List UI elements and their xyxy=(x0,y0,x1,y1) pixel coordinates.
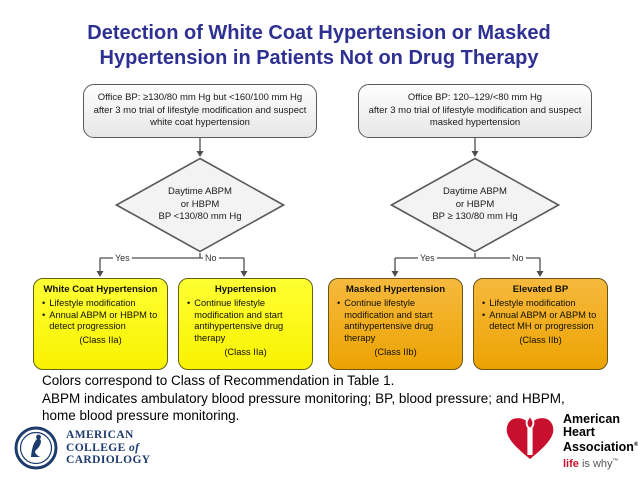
office-bp-box-masked: Office BP: 120–129/<80 mm Hg after 3 mo … xyxy=(358,84,592,138)
footer-legend: Colors correspond to Class of Recommenda… xyxy=(42,372,565,425)
acc-seal-icon xyxy=(14,426,58,470)
acc-logo: AMERICAN COLLEGE of CARDIOLOGY xyxy=(14,426,151,470)
acc-college: COLLEGE xyxy=(66,441,129,454)
tagline-life: life xyxy=(563,458,579,471)
outcome-bullet: • Lifestyle modification xyxy=(38,298,163,310)
diamond-shape xyxy=(115,157,285,253)
outcome-bullet: • Continue lifestyle modification and st… xyxy=(333,298,458,345)
aha-line: American xyxy=(563,412,620,426)
registered-mark: ® xyxy=(633,442,638,448)
acc-line: CARDIOLOGY xyxy=(66,454,151,467)
class-of-recommendation: (Class IIb) xyxy=(519,335,562,346)
bullet-text: Lifestyle modification xyxy=(489,297,576,308)
decision-line: or HBPM xyxy=(455,198,495,210)
footer-line: ABPM indicates ambulatory blood pressure… xyxy=(42,390,565,406)
outcome-box-white-coat-hypertension: White Coat Hypertension • Lifestyle modi… xyxy=(33,278,168,370)
decision-text: Daytime ABPM or HBPM BP <130/80 mm Hg xyxy=(115,157,285,253)
decision-line: or HBPM xyxy=(180,198,220,210)
trademark: ™ xyxy=(612,458,619,465)
bullet-icon: • xyxy=(42,309,46,320)
office-box-line: masked hypertension xyxy=(429,117,521,129)
office-box-line: white coat hypertension xyxy=(150,117,250,129)
bullet-icon: • xyxy=(482,309,486,320)
aha-line: Association® xyxy=(563,439,638,454)
decision-diamond-masked: Daytime ABPM or HBPM BP ≥ 130/80 mm Hg xyxy=(390,157,560,253)
outcome-box-masked-hypertension: Masked Hypertension • Continue lifestyle… xyxy=(328,278,463,370)
outcome-box-hypertension: Hypertension • Continue lifestyle modifi… xyxy=(178,278,313,370)
outcome-title: Hypertension xyxy=(214,284,277,295)
bullet-text: Annual ABPM or HBPM to detect progressio… xyxy=(49,309,158,332)
bullet-text: Lifestyle modification xyxy=(49,297,136,308)
decision-text: Daytime ABPM or HBPM BP ≥ 130/80 mm Hg xyxy=(390,157,560,253)
outcome-bullet: • Continue lifestyle modification and st… xyxy=(183,298,308,345)
bullet-icon: • xyxy=(187,297,191,308)
acc-line: AMERICAN xyxy=(66,429,134,442)
class-of-recommendation: (Class IIa) xyxy=(79,335,122,346)
outcome-box-elevated-bp: Elevated BP • Lifestyle modification • A… xyxy=(473,278,608,370)
office-box-line: Office BP: ≥130/80 mm Hg but <160/100 mm… xyxy=(97,92,303,104)
bullet-icon: • xyxy=(42,297,46,308)
acc-line: COLLEGE of xyxy=(66,442,151,455)
page-title: Detection of White Coat Hypertension or … xyxy=(0,21,638,71)
title-line-2: Hypertension in Patients Not on Drug The… xyxy=(99,47,539,69)
diamond-shape xyxy=(390,157,560,253)
decision-diamond-white-coat: Daytime ABPM or HBPM BP <130/80 mm Hg xyxy=(115,157,285,253)
footer-line: Colors correspond to Class of Recommenda… xyxy=(42,373,395,388)
outcome-bullet: • Annual ABPM or ABPM to detect MH or pr… xyxy=(478,310,603,334)
aha-logo: American Heart Association® life is why™ xyxy=(504,413,638,470)
yes-label-right: Yes xyxy=(418,252,437,263)
class-of-recommendation: (Class IIb) xyxy=(374,346,417,357)
aha-line: Heart xyxy=(563,425,595,439)
bullet-icon: • xyxy=(482,297,486,308)
aha-heart-torch-icon xyxy=(506,414,554,459)
office-box-line: after 3 mo trial of lifestyle modificati… xyxy=(368,104,582,116)
decision-line: Daytime ABPM xyxy=(168,186,232,198)
bullet-text: Annual ABPM or ABPM to detect MH or prog… xyxy=(489,309,597,332)
aha-association: Association xyxy=(563,440,634,455)
office-bp-box-white-coat: Office BP: ≥130/80 mm Hg but <160/100 mm… xyxy=(83,84,317,138)
bullet-text: Continue lifestyle modification and star… xyxy=(194,297,284,344)
decision-line: BP ≥ 130/80 mm Hg xyxy=(432,211,518,223)
no-label-left: No xyxy=(203,252,219,263)
outcome-title: Elevated BP xyxy=(512,284,569,295)
no-label-right: No xyxy=(510,252,526,263)
outcome-title: White Coat Hypertension xyxy=(43,284,158,295)
outcome-bullet: • Lifestyle modification xyxy=(478,298,603,310)
bullet-icon: • xyxy=(337,297,341,308)
decision-line: Daytime ABPM xyxy=(443,186,507,198)
office-box-line: after 3 mo trial of lifestyle modificati… xyxy=(93,104,307,116)
outcome-title: Masked Hypertension xyxy=(345,284,446,295)
decision-line: BP <130/80 mm Hg xyxy=(158,211,242,223)
tagline-is-why: is why xyxy=(578,458,613,471)
aha-tagline: life is why™ xyxy=(563,458,638,470)
footer-line: home blood pressure monitoring. xyxy=(42,408,240,423)
acc-logo-text: AMERICAN COLLEGE of CARDIOLOGY xyxy=(66,429,151,467)
class-of-recommendation: (Class IIa) xyxy=(224,346,267,357)
bullet-text: Continue lifestyle modification and star… xyxy=(344,297,434,344)
office-box-line: Office BP: 120–129/<80 mm Hg xyxy=(407,92,543,104)
yes-label-left: Yes xyxy=(113,252,132,263)
acc-of: of xyxy=(128,441,140,454)
aha-logo-text: American Heart Association® xyxy=(563,413,638,454)
title-line-1: Detection of White Coat Hypertension or … xyxy=(87,22,551,44)
outcome-bullet: • Annual ABPM or HBPM to detect progress… xyxy=(38,310,163,334)
